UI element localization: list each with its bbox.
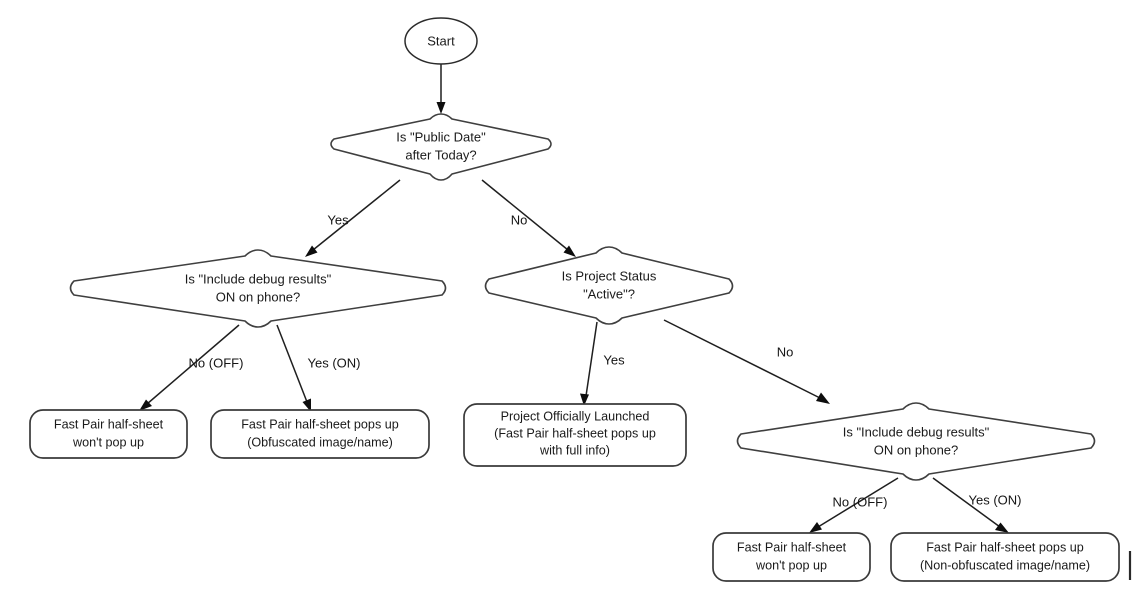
edge-line (932, 477, 1001, 528)
project-launched-line2: (Fast Pair half-sheet pops up (494, 426, 656, 440)
project-status-line1: Is Project Status (562, 268, 657, 283)
node-obfuscated-popup-outcome[interactable]: Fast Pair half-sheet pops up (Obfuscated… (210, 409, 430, 459)
arrowhead-icon (563, 245, 576, 257)
edge-label-yes-on: Yes (ON) (969, 492, 1022, 507)
edge-debug-right-yes: Yes (ON) (932, 477, 1022, 533)
start-label: Start (427, 33, 455, 48)
include-debug-left-diamond (69, 249, 447, 328)
non-obfuscated-box (890, 532, 1120, 582)
no-popup-left-line2: won't pop up (72, 435, 144, 449)
edge-label-no: No (511, 212, 528, 227)
edge-debug-left-no: No (OFF) (139, 324, 244, 411)
include-debug-right-diamond (736, 402, 1096, 481)
no-popup-left-box (29, 409, 188, 459)
no-popup-right-box (712, 532, 871, 582)
edge-line (146, 324, 240, 405)
edge-public-date-yes: Yes (305, 179, 401, 257)
edge-public-date-no: No (481, 179, 576, 257)
arrowhead-icon (139, 399, 152, 411)
no-popup-right-line2: won't pop up (755, 558, 827, 572)
node-project-status-decision[interactable]: Is Project Status "Active"? (484, 246, 734, 325)
node-non-obfuscated-popup-outcome[interactable]: Fast Pair half-sheet pops up (Non-obfusc… (890, 532, 1120, 582)
project-status-diamond (484, 246, 734, 325)
edge-label-yes: Yes (327, 212, 349, 227)
edge-line (663, 319, 821, 399)
node-include-debug-results-left-decision[interactable]: Is "Include debug results" ON on phone? (69, 249, 447, 328)
include-debug-left-line2: ON on phone? (216, 289, 301, 304)
include-debug-right-line1: Is "Include debug results" (843, 424, 990, 439)
arrowhead-icon (305, 245, 318, 257)
edge-project-status-no: No (663, 319, 830, 404)
public-date-diamond (330, 113, 552, 181)
edge-debug-right-no: No (OFF) (809, 477, 899, 533)
arrowhead-icon (580, 393, 589, 406)
project-launched-line3: with full info) (539, 443, 610, 457)
project-launched-box (463, 403, 687, 467)
node-include-debug-results-right-decision[interactable]: Is "Include debug results" ON on phone? (736, 402, 1096, 481)
node-no-popup-left-outcome[interactable]: Fast Pair half-sheet won't pop up (29, 409, 188, 459)
edge-label-yes-on: Yes (ON) (308, 355, 361, 370)
node-no-popup-right-outcome[interactable]: Fast Pair half-sheet won't pop up (712, 532, 871, 582)
edge-label-yes: Yes (603, 352, 625, 367)
edge-label-no-off: No (OFF) (189, 355, 244, 370)
edge-debug-left-yes: Yes (ON) (276, 324, 361, 412)
arrowhead-icon (809, 522, 822, 533)
node-project-launched-outcome[interactable]: Project Officially Launched (Fast Pair h… (463, 403, 687, 467)
non-obfuscated-line1: Fast Pair half-sheet pops up (926, 540, 1084, 554)
edge-line (817, 477, 899, 528)
no-popup-left-line1: Fast Pair half-sheet (54, 417, 164, 431)
non-obfuscated-line2: (Non-obfuscated image/name) (920, 558, 1090, 572)
edge-project-status-yes: Yes (580, 321, 625, 406)
arrowhead-icon (816, 392, 830, 404)
edge-line (312, 179, 401, 251)
edge-label-no: No (777, 344, 794, 359)
arrowhead-icon (995, 522, 1009, 533)
obfuscated-line2: (Obfuscated image/name) (247, 435, 393, 449)
node-public-date-decision[interactable]: Is "Public Date" after Today? (330, 113, 552, 181)
include-debug-left-line1: Is "Include debug results" (185, 271, 332, 286)
obfuscated-line1: Fast Pair half-sheet pops up (241, 417, 399, 431)
public-date-line1: Is "Public Date" (396, 129, 486, 144)
include-debug-right-line2: ON on phone? (874, 442, 959, 457)
edge-line (276, 324, 308, 403)
arrowhead-icon (436, 102, 446, 114)
start-ellipse (404, 17, 478, 65)
edge-start-to-public-date (436, 59, 446, 114)
no-popup-right-line1: Fast Pair half-sheet (737, 540, 847, 554)
edge-label-no-off: No (OFF) (833, 494, 888, 509)
project-launched-line1: Project Officially Launched (501, 409, 650, 423)
arrowhead-icon (302, 398, 311, 412)
edge-line (585, 321, 598, 397)
project-status-line2: "Active"? (583, 286, 635, 301)
node-start[interactable]: Start (404, 17, 478, 65)
public-date-line2: after Today? (405, 147, 476, 162)
edge-line (481, 179, 569, 251)
obfuscated-box (210, 409, 430, 459)
